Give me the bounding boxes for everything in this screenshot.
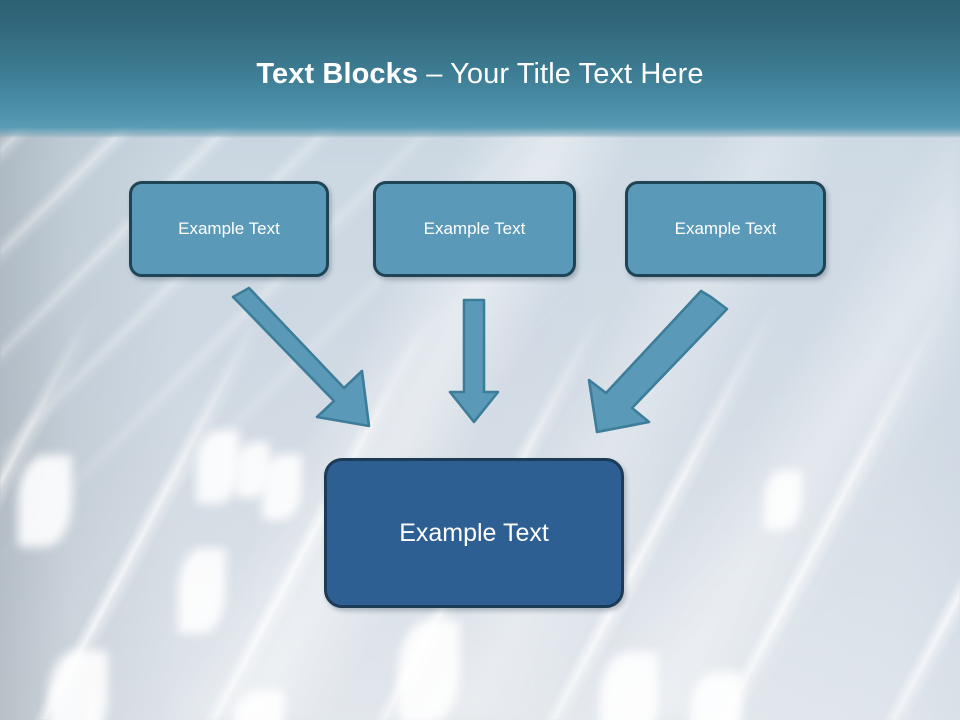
arrow-middle-vertical (448, 298, 500, 424)
bottom-box[interactable]: Example Text (324, 458, 624, 608)
arrow-right-diagonal (587, 289, 729, 434)
top-box-1[interactable]: Example Text (129, 181, 329, 277)
arrow-left-diagonal (231, 286, 371, 428)
page-title-rest: Your Title Text Here (450, 58, 704, 90)
page-title-separator: – (418, 58, 451, 90)
page-title-bold: Text Blocks (256, 58, 419, 90)
bottom-box-label: Example Text (399, 518, 549, 547)
top-box-2-label: Example Text (423, 219, 526, 238)
top-box-2[interactable]: Example Text (373, 181, 576, 277)
page-title: Text Blocks – Your Title Text Here (0, 55, 960, 93)
header-band (0, 0, 960, 138)
top-box-3[interactable]: Example Text (625, 181, 826, 277)
top-box-1-label: Example Text (178, 219, 280, 238)
top-box-3-label: Example Text (674, 219, 777, 238)
